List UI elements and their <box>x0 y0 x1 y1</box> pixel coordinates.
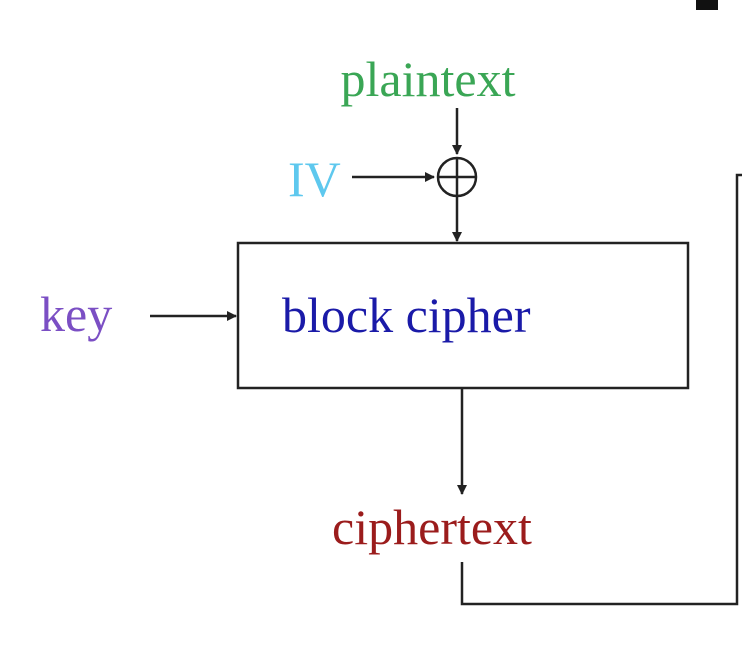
feedback-line <box>460 173 742 606</box>
ciphertext-label: ciphertext <box>332 499 532 555</box>
iv-label: IV <box>288 151 341 207</box>
block-cipher-label: block cipher <box>282 287 531 343</box>
cropped-glyph-fragment <box>696 0 718 10</box>
block-cipher-box <box>236 241 690 390</box>
xor-icon <box>436 156 478 198</box>
plaintext-label: plaintext <box>341 51 516 107</box>
key-label: key <box>40 286 112 342</box>
